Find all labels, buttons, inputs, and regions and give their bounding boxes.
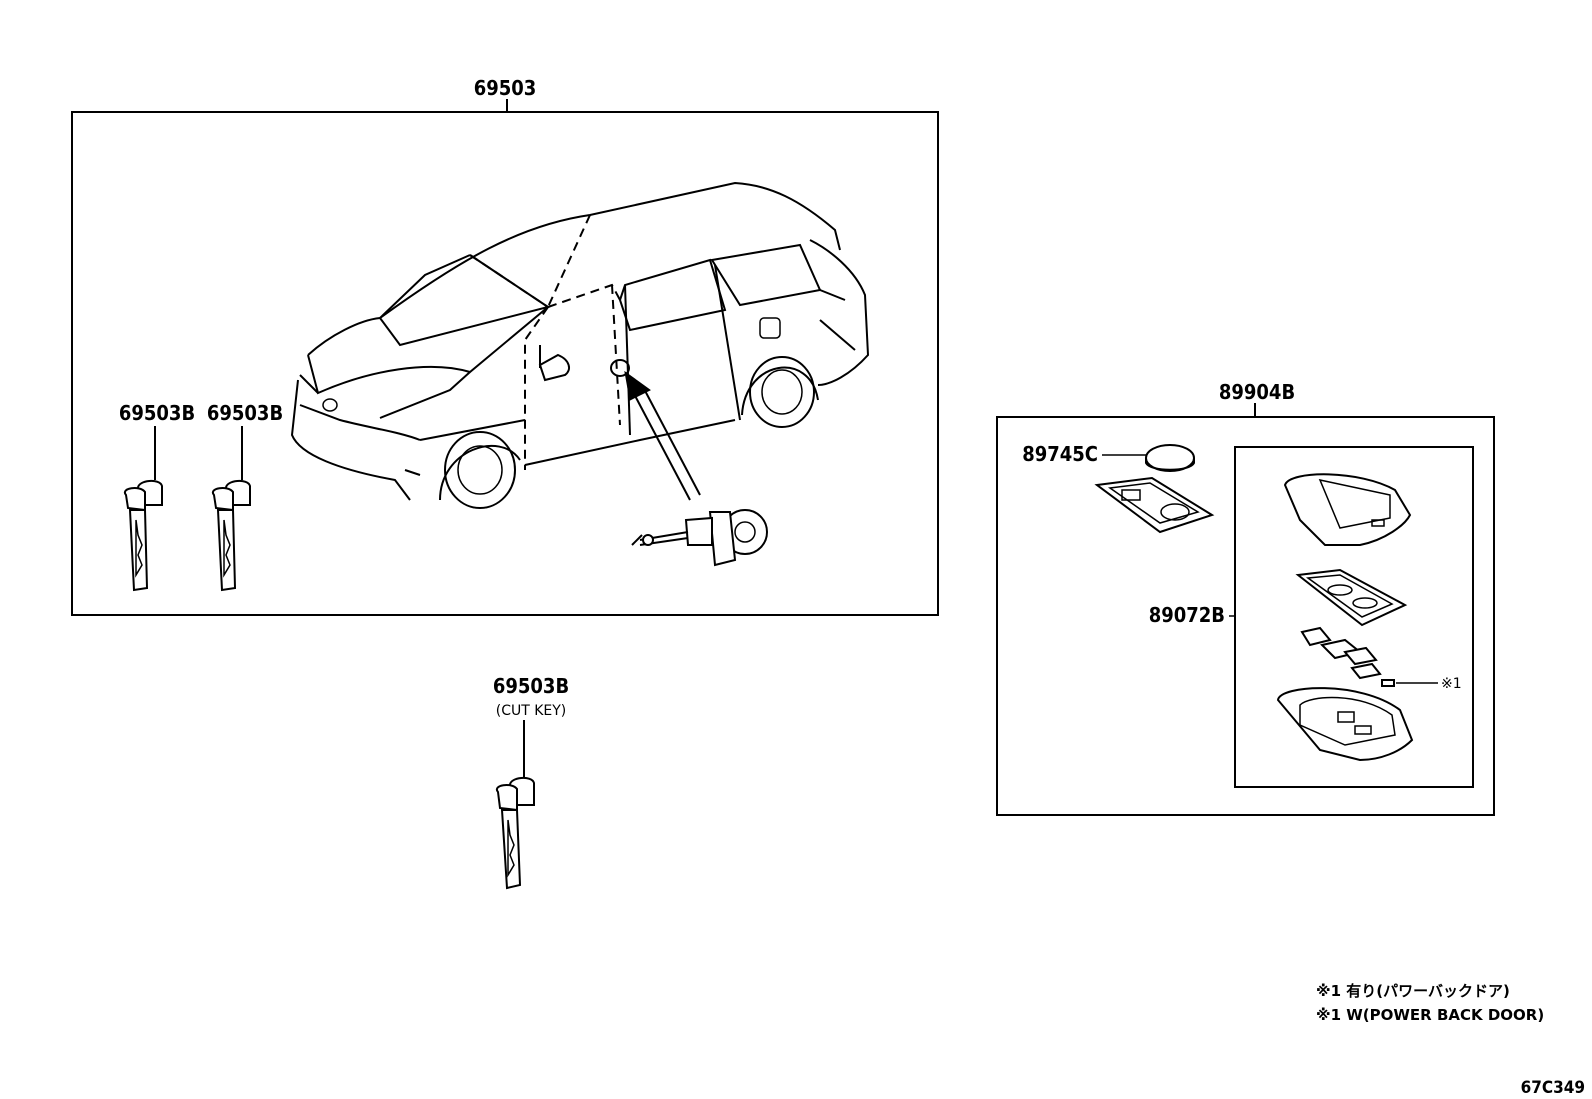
door-lock-cylinder-illustration bbox=[631, 509, 768, 567]
transmitter-box bbox=[996, 416, 1495, 816]
fob-button-pad-illustration bbox=[1295, 568, 1408, 627]
key-illustration-2 bbox=[211, 480, 251, 592]
key-part-number-1[interactable]: 69503B bbox=[119, 401, 195, 425]
minivan-illustration bbox=[290, 181, 870, 509]
note-line-1: ※1 有り(パワーバックドア) bbox=[1316, 982, 1510, 1000]
assembly-box bbox=[71, 111, 939, 616]
battery-illustration bbox=[1145, 444, 1195, 472]
transmitter-case-box bbox=[1234, 446, 1474, 788]
cut-key-caption: (CUT KEY) bbox=[496, 703, 567, 719]
fob-lower-case-illustration bbox=[1276, 687, 1414, 762]
circuit-board-illustration bbox=[1094, 476, 1215, 534]
cut-key-part-number[interactable]: 69503B bbox=[493, 674, 569, 698]
battery-part-number[interactable]: 89745C bbox=[1022, 442, 1098, 466]
note-line-2: ※1 W(POWER BACK DOOR) bbox=[1316, 1006, 1544, 1024]
fob-cover-illustration bbox=[1283, 473, 1412, 546]
key-part-number-2[interactable]: 69503B bbox=[207, 401, 283, 425]
cut-key-illustration bbox=[495, 777, 535, 890]
fob-buttons-illustration bbox=[1300, 626, 1382, 680]
note-part-illustration bbox=[1381, 679, 1395, 687]
case-part-number[interactable]: 89072B bbox=[1149, 603, 1225, 627]
key-illustration-1 bbox=[123, 480, 163, 592]
transmitter-part-number[interactable]: 89904B bbox=[1219, 380, 1295, 404]
pointer-arrow bbox=[624, 370, 701, 501]
assembly-part-number[interactable]: 69503 bbox=[474, 76, 537, 100]
note-marker-label: ※1 bbox=[1441, 676, 1462, 692]
figure-code: 67C349 bbox=[1521, 1078, 1585, 1098]
